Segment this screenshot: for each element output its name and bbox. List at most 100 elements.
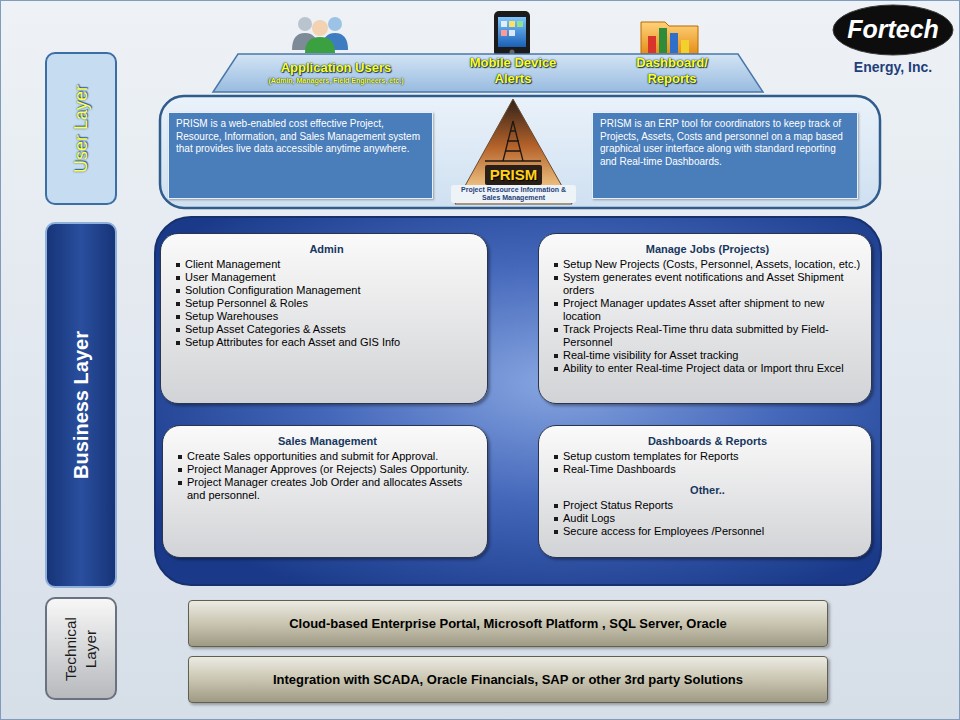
bullet-square — [554, 517, 558, 521]
list-text: Setup custom templates for Reports — [563, 450, 861, 463]
bullet-square — [176, 315, 180, 319]
list-text: Setup Attributes for each Asset and GIS … — [185, 336, 477, 349]
layer-label: User Layer — [45, 52, 117, 205]
company-logo: FortechEnergy, Inc. — [832, 4, 954, 56]
bullet-square — [176, 263, 180, 267]
list-text: Real-Time Dashboards — [563, 463, 861, 476]
list-item: Setup custom templates for Reports — [554, 450, 861, 463]
list-text: Real-time visibility for Asset tracking — [563, 349, 861, 362]
list-item: Project Manager updates Asset after ship… — [554, 297, 861, 323]
list-text: Solution Configuration Management — [185, 284, 477, 297]
list-item: Solution Configuration Management — [176, 284, 477, 297]
list-text: Audit Logs — [563, 512, 861, 525]
technology-text: Integration with SCADA, Oracle Financial… — [273, 672, 743, 687]
layer-name: Technical Layer — [61, 600, 101, 698]
layer-name: Business Layer — [70, 331, 93, 479]
product-subtitle: Project Resource Information & Sales Man… — [451, 186, 576, 202]
list-item: Setup Asset Categories & Assets — [176, 323, 477, 336]
bullet-square — [176, 341, 180, 345]
feature-box: AdminClient ManagementUser ManagementSol… — [160, 233, 488, 404]
list-text: Setup Asset Categories & Assets — [185, 323, 477, 336]
text-column: Dashboards & ReportsSetup custom templat… — [554, 435, 861, 538]
box-heading: Sales Management — [178, 435, 477, 448]
list-item: Project Status Reports — [554, 499, 861, 512]
list-item: Client Management — [176, 258, 477, 271]
feature-box: Dashboards & ReportsSetup custom templat… — [538, 425, 872, 558]
bullet-square — [176, 328, 180, 332]
business-layer-panel — [155, 217, 881, 585]
text-column: Manage Jobs (Projects) Setup New Projects… — [554, 243, 861, 375]
list-item: User Management — [176, 271, 477, 284]
users-icon — [292, 17, 348, 53]
text-column: AdminClient ManagementUser ManagementSol… — [176, 243, 477, 349]
list-item: Audit Logs — [554, 512, 861, 525]
text-column: PRISM is a web-enabled cost effective Pr… — [176, 118, 425, 156]
list-item: Secure access for Employees /Personnel — [554, 525, 861, 538]
bullet-square — [178, 455, 182, 459]
list-item: Project Manager creates Job Order and al… — [178, 476, 477, 502]
layer-name: User Layer — [71, 84, 92, 172]
bullet-square — [178, 481, 182, 485]
prism-triangle: PRISMProject Resource Information & Sale… — [455, 99, 572, 204]
list-text: Setup New Projects (Costs, Personnel, As… — [563, 258, 861, 271]
description-box: PRISM is a web-enabled cost effective Pr… — [168, 112, 433, 199]
list-item: System generates event notifications and… — [554, 271, 861, 297]
list-item: Setup Personnel & Roles — [176, 297, 477, 310]
feature-box: Sales ManagementCreate Sales opportuniti… — [162, 425, 488, 558]
description-box: PRISM is an ERP tool for coordinators to… — [592, 112, 858, 199]
bullet-square — [554, 276, 558, 280]
list-text: Setup Personnel & Roles — [185, 297, 477, 310]
bullet-square — [554, 302, 558, 306]
list-text: Project Status Reports — [563, 499, 861, 512]
list-text: Setup Warehouses — [185, 310, 477, 323]
banner-trapezoid: Application Users(Admin, Managers, Field… — [212, 53, 764, 93]
user-group-label: Application Users — [251, 60, 421, 76]
box-heading: Dashboards & Reports — [554, 435, 861, 448]
text-column: Sales ManagementCreate Sales opportuniti… — [178, 435, 477, 502]
description-text: PRISM is a web-enabled cost effective Pr… — [176, 118, 425, 156]
reports-label: Dashboard/ Reports — [617, 55, 727, 87]
bullet-square — [554, 263, 558, 267]
list-text: Project Manager Approves (or Rejects) Sa… — [187, 463, 477, 476]
list-text: Project Manager updates Asset after ship… — [563, 297, 861, 323]
technology-bar: Cloud-based Enterprise Portal, Microsoft… — [188, 600, 828, 647]
phone-icon — [494, 11, 530, 57]
description-text: PRISM is an ERP tool for coordinators to… — [600, 118, 850, 168]
user-roles-label: (Admin, Managers, Field Engineers, etc.) — [241, 76, 431, 85]
bullet-square — [178, 468, 182, 472]
box-heading: Admin — [176, 243, 477, 256]
box-heading: Manage Jobs (Projects) — [554, 243, 861, 256]
list-item: Setup Warehouses — [176, 310, 477, 323]
bullet-square — [554, 354, 558, 358]
alerts-label: Mobile Device Alerts — [463, 55, 563, 87]
bullet-square — [554, 455, 558, 459]
list-text: Client Management — [185, 258, 477, 271]
list-text: Project Manager creates Job Order and al… — [187, 476, 477, 502]
list-item: Project Manager Approves (or Rejects) Sa… — [178, 463, 477, 476]
technology-text: Cloud-based Enterprise Portal, Microsoft… — [289, 616, 727, 631]
product-name: PRISM — [455, 166, 572, 184]
list-item: Create Sales opportunities and submit fo… — [178, 450, 477, 463]
user-layer-panel — [160, 96, 880, 208]
box-heading: Other.. — [554, 484, 861, 497]
text-column: PRISM is an ERP tool for coordinators to… — [600, 118, 850, 168]
list-item: Setup New Projects (Costs, Personnel, As… — [554, 258, 861, 271]
feature-box: Manage Jobs (Projects) Setup New Projects… — [538, 233, 872, 404]
logo-name: Fortech — [832, 15, 954, 43]
bullet-square — [554, 504, 558, 508]
layer-label: Technical Layer — [45, 597, 117, 700]
list-text: Secure access for Employees /Personnel — [563, 525, 861, 538]
list-item: Ability to enter Real-time Project data … — [554, 362, 861, 375]
chart-icon — [641, 22, 698, 56]
list-text: Ability to enter Real-time Project data … — [563, 362, 861, 375]
list-item: Real-time visibility for Asset tracking — [554, 349, 861, 362]
layer-label: Business Layer — [45, 222, 117, 588]
bullet-square — [176, 289, 180, 293]
bullet-square — [176, 276, 180, 280]
technology-bar: Integration with SCADA, Oracle Financial… — [188, 656, 828, 703]
list-text: System generates event notifications and… — [563, 271, 861, 297]
bullet-square — [554, 530, 558, 534]
list-item: Setup Attributes for each Asset and GIS … — [176, 336, 477, 349]
bullet-square — [554, 328, 558, 332]
